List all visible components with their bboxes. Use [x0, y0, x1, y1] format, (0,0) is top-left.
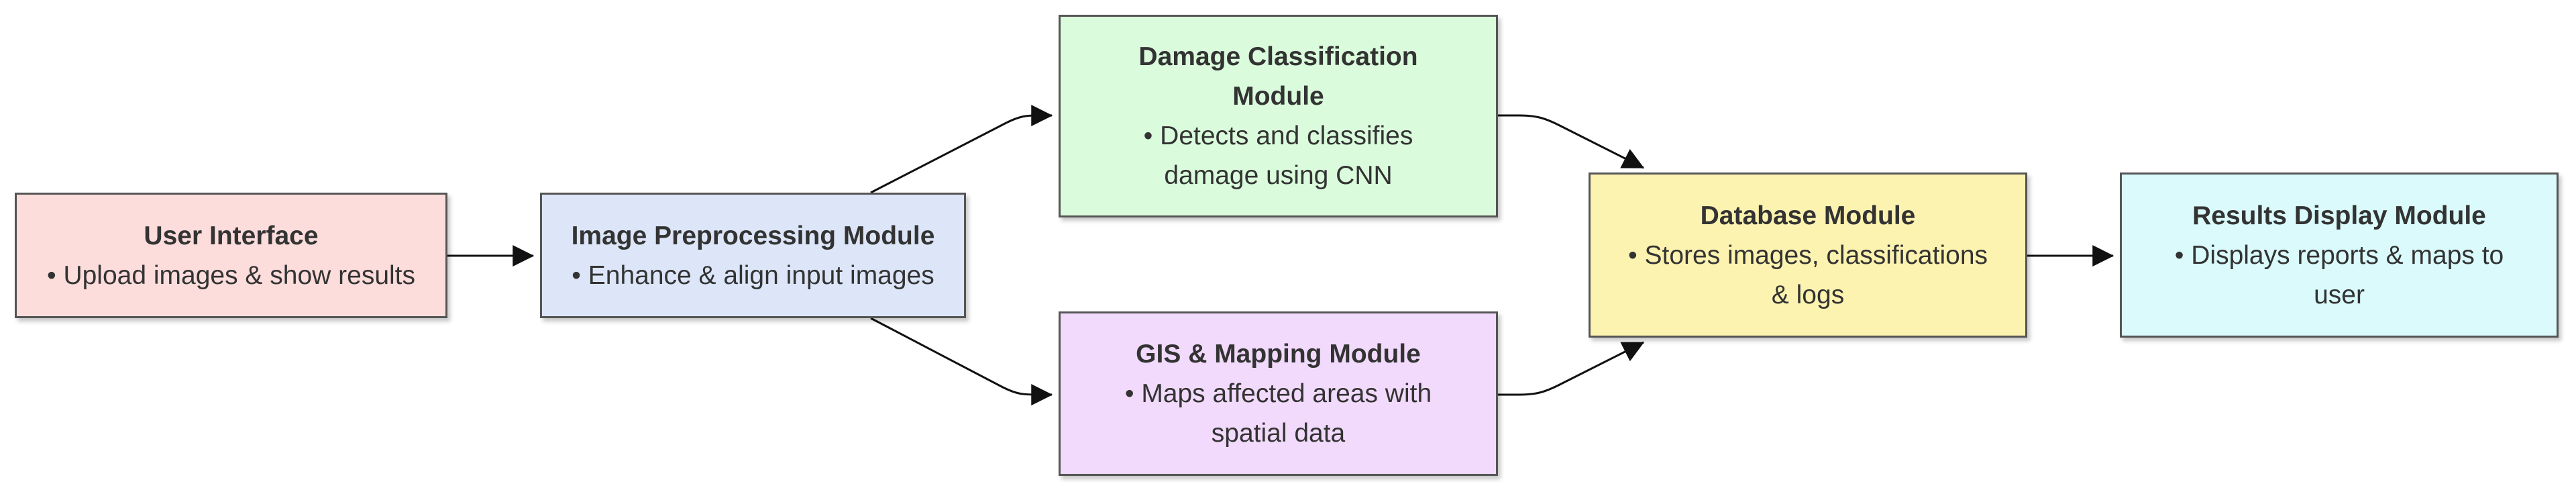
image-preprocessing-node: Image Preprocessing Module • Enhance & a…	[540, 193, 966, 318]
edge-preprocess-to-damage	[870, 105, 1053, 194]
node-title: Database Module	[1700, 201, 1916, 230]
node-title: Results Display Module	[2192, 201, 2486, 230]
node-description: • Upload images & show results	[46, 260, 416, 290]
node-description: • Detects and classifies damage using CN…	[1143, 121, 1413, 190]
node-description: • Displays reports & maps to user	[2174, 240, 2504, 309]
node-description: • Stores images, classifications & logs	[1627, 240, 1988, 309]
node-title: Image Preprocessing Module	[571, 221, 935, 250]
gis-mapping-node: GIS & Mapping Module • Maps affected are…	[1059, 311, 1498, 476]
database-node: Database Module • Stores images, classif…	[1589, 173, 2027, 338]
node-title: Damage Classification Module	[1138, 42, 1418, 111]
damage-classification-node: Damage Classification Module • Detects a…	[1059, 15, 1498, 217]
node-description: • Maps affected areas with spatial data	[1124, 379, 1432, 448]
edge-gis-to-database	[1498, 341, 1645, 396]
node-title: User Interface	[144, 221, 319, 250]
user-interface-node: User Interface • Upload images & show re…	[15, 193, 447, 318]
node-title: GIS & Mapping Module	[1136, 340, 1421, 368]
node-description: • Enhance & align input images	[572, 260, 934, 290]
edge-damage-to-database	[1498, 114, 1645, 169]
results-display-node: Results Display Module • Displays report…	[2120, 173, 2559, 338]
edge-preprocess-to-gis	[870, 317, 1053, 406]
